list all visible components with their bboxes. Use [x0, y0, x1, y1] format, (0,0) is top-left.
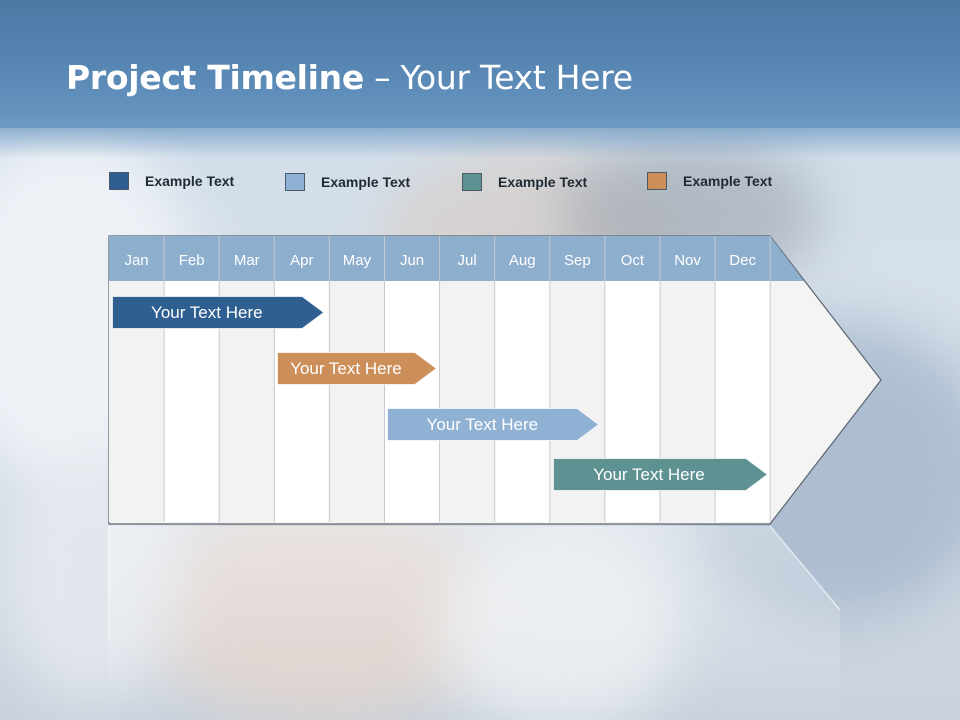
timeline-bar: Your Text Here	[387, 408, 600, 441]
month-labels: Jan Feb Mar Apr May Jun Jul Aug Sep Oct Nov Dec	[124, 252, 756, 269]
month-column	[384, 281, 440, 522]
bar-shape	[387, 408, 600, 441]
timeline-reflection	[108, 525, 841, 720]
legend-swatch	[647, 172, 667, 190]
month-label-dec: Dec	[729, 252, 756, 269]
legend-swatch	[285, 173, 305, 191]
bar-arrow-shape	[387, 408, 600, 441]
month-label-may: May	[343, 252, 372, 269]
bar-label: Your Text Here	[426, 414, 539, 434]
month-label-jun: Jun	[400, 252, 424, 269]
month-column	[329, 281, 385, 522]
legend-item: Example Text	[285, 172, 410, 192]
month-label-jan: Jan	[124, 252, 148, 269]
bar-shape	[552, 458, 768, 491]
month-label-oct: Oct	[621, 252, 645, 269]
bar-arrow-shape	[552, 458, 768, 491]
month-label-nov: Nov	[674, 252, 701, 269]
header-band	[0, 0, 960, 128]
bar-shape	[277, 352, 437, 385]
header-fade	[0, 118, 960, 158]
legend-label: Example Text	[683, 173, 773, 189]
bar-label: Your Text Here	[151, 302, 263, 322]
legend-label: Example Text	[498, 174, 588, 190]
legend-item: Example Text	[109, 171, 234, 191]
legend-swatch	[109, 172, 129, 190]
month-label-mar: Mar	[234, 252, 260, 269]
bar-arrow-shape	[277, 352, 437, 385]
legend-label: Example Text	[145, 173, 235, 189]
timeline-bar: Your Text Here	[552, 458, 768, 491]
month-label-apr: Apr	[290, 252, 313, 269]
month-label-aug: Aug	[509, 252, 536, 269]
legend-item: Example Text	[647, 171, 772, 191]
legend-swatch	[462, 173, 482, 191]
month-column	[439, 281, 495, 522]
bar-shape	[111, 296, 324, 329]
bar-label: Your Text Here	[290, 358, 402, 378]
timeline-bar: Your Text Here	[111, 296, 324, 329]
timeline-bar: Your Text Here	[277, 352, 437, 385]
month-label-jul: Jul	[458, 252, 477, 269]
bar-label: Your Text Here	[593, 464, 705, 484]
title-rest: – Your Text Here	[363, 58, 633, 97]
legend-item: Example Text	[462, 172, 587, 192]
month-header-strip	[109, 236, 804, 281]
month-column	[494, 281, 550, 522]
bar-arrow-shape	[111, 296, 324, 329]
legend-label: Example Text	[321, 174, 411, 190]
page-title: Project Timeline – Your Text Here	[66, 58, 633, 97]
title-bold: Project Timeline	[66, 58, 364, 97]
month-label-sep: Sep	[564, 252, 591, 269]
month-label-feb: Feb	[179, 252, 205, 269]
